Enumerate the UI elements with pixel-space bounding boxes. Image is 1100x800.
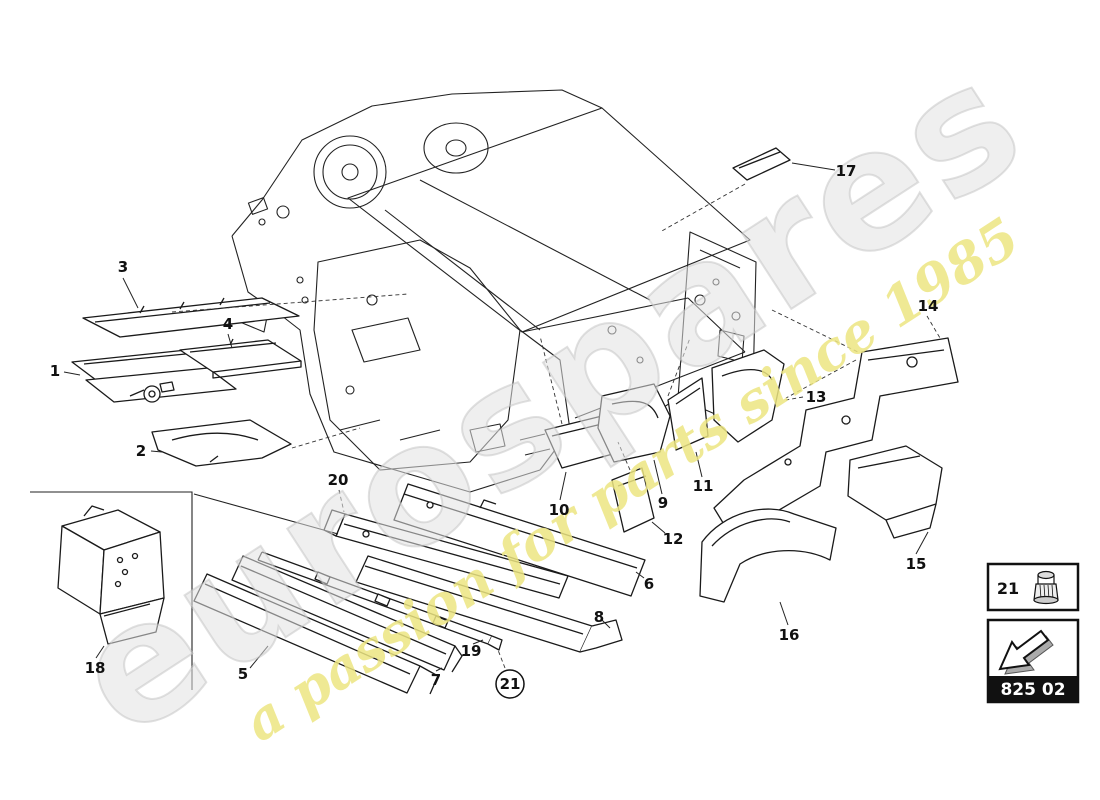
callout-12[interactable]: 12 xyxy=(663,530,684,548)
legend-item-number: 21 xyxy=(997,579,1019,598)
watermark: eurospares a passion for parts since 198… xyxy=(41,22,1056,775)
part-shapes xyxy=(57,147,959,695)
callout-3[interactable]: 3 xyxy=(118,258,128,276)
callout-17[interactable]: 17 xyxy=(836,162,857,180)
part-shape-4 xyxy=(179,338,302,379)
callout-4[interactable]: 4 xyxy=(223,315,233,333)
part-shape-15 xyxy=(847,445,943,539)
callout-6[interactable]: 6 xyxy=(644,575,654,593)
callout-18[interactable]: 18 xyxy=(85,659,106,677)
part-shape-19 xyxy=(257,551,503,651)
legend-box: 21 xyxy=(986,562,1080,612)
code-box: 825 02 xyxy=(986,618,1080,704)
callout-13[interactable]: 13 xyxy=(806,388,827,406)
callout-1[interactable]: 1 xyxy=(50,362,60,380)
callout-16[interactable]: 16 xyxy=(779,626,800,644)
callout-21-circled[interactable]: 21 xyxy=(495,669,525,699)
fastener-icon xyxy=(1033,570,1059,605)
callout-20[interactable]: 20 xyxy=(328,471,349,489)
callout-10[interactable]: 10 xyxy=(549,501,570,519)
part-shape-6 xyxy=(393,483,646,597)
callouts: 1 2 3 4 5 6 7 8 9 10 11 12 13 14 15 16 1… xyxy=(50,162,939,699)
callout-7[interactable]: 7 xyxy=(431,671,441,689)
part-shape-20 xyxy=(323,509,569,599)
construction-lines xyxy=(171,183,941,669)
part-shape-16 xyxy=(699,508,837,603)
callout-15[interactable]: 15 xyxy=(906,555,927,573)
part-shape-1 xyxy=(71,348,237,403)
callout-11[interactable]: 11 xyxy=(693,477,714,495)
part-shape-11 xyxy=(667,377,709,451)
callout-19[interactable]: 19 xyxy=(461,642,482,660)
callout-2[interactable]: 2 xyxy=(136,442,146,460)
part-shape-9 xyxy=(597,383,671,463)
callout-8[interactable]: 8 xyxy=(594,608,604,626)
part-shape-8 xyxy=(355,555,623,653)
grouping-lines xyxy=(30,491,339,690)
callout-5[interactable]: 5 xyxy=(238,665,248,683)
part-shape-7 xyxy=(231,555,463,673)
part-shape-3 xyxy=(82,297,300,338)
page-code: 825 02 xyxy=(1000,680,1065,700)
callout-21-label: 21 xyxy=(500,675,521,693)
part-shape-2 xyxy=(151,419,292,467)
back-arrow-icon xyxy=(998,629,1054,675)
watermark-brand: eurospares xyxy=(42,23,1055,774)
part-shape-12 xyxy=(611,467,655,533)
part-shape-5 xyxy=(193,573,439,695)
part-shape-17 xyxy=(732,147,791,181)
car-body-drawing xyxy=(231,89,757,493)
callout-14[interactable]: 14 xyxy=(918,297,939,315)
leader-lines xyxy=(63,162,929,672)
part-shape-18 xyxy=(57,505,165,645)
callout-9[interactable]: 9 xyxy=(658,494,668,512)
part-shape-13 xyxy=(711,349,785,443)
